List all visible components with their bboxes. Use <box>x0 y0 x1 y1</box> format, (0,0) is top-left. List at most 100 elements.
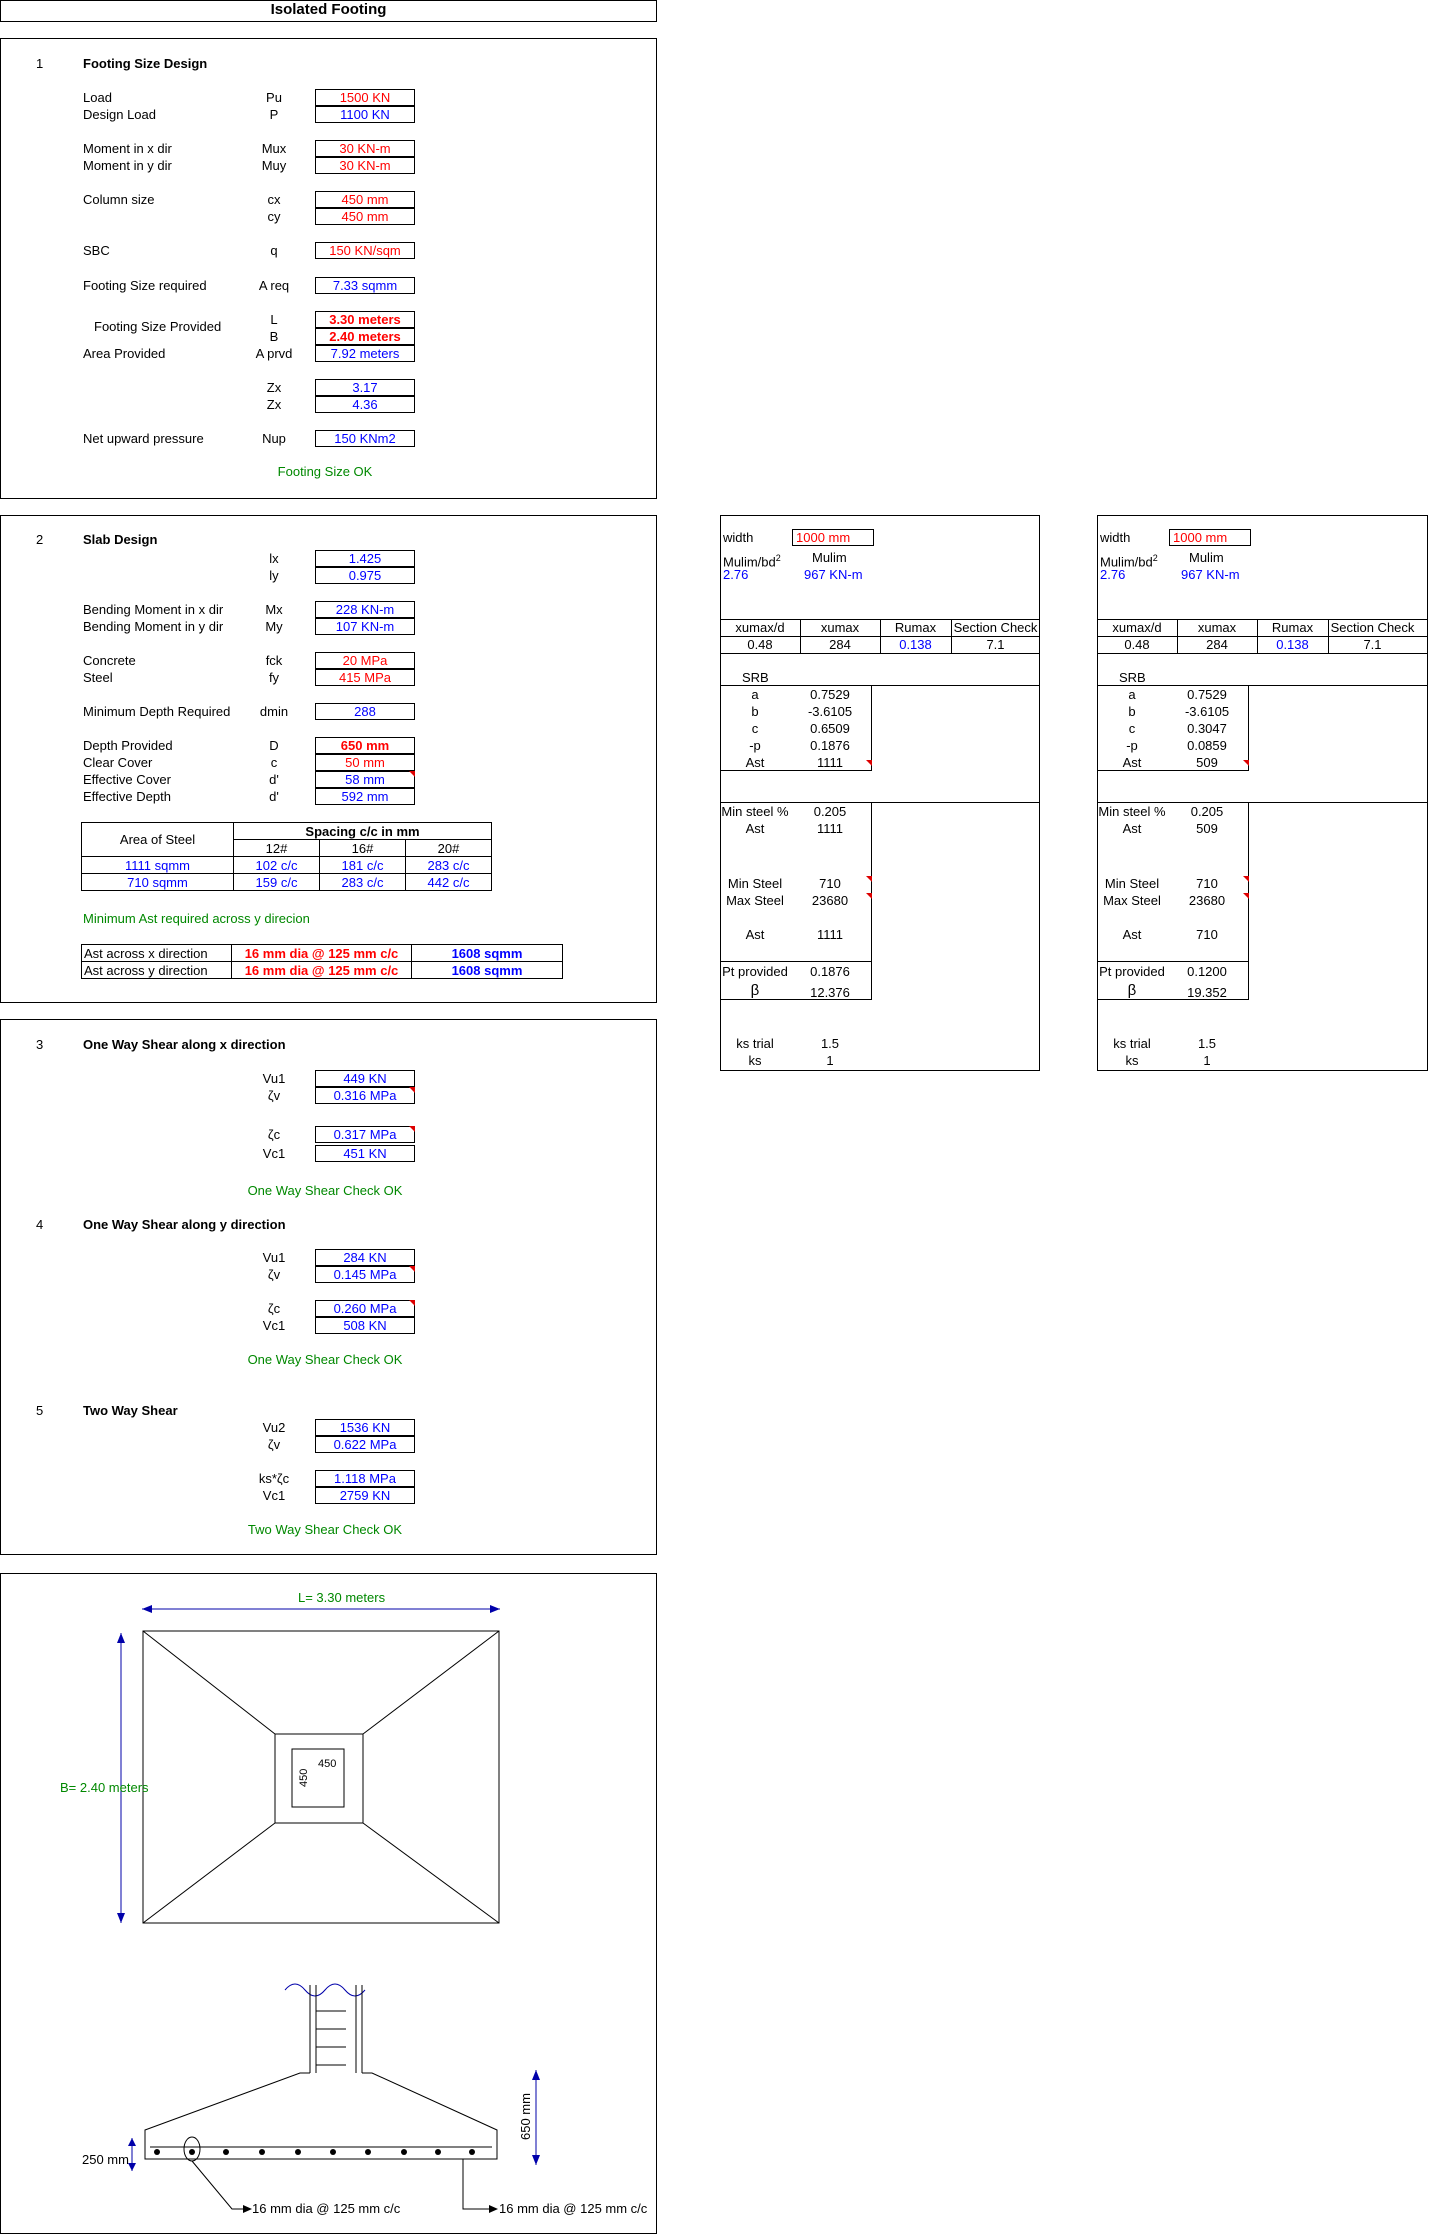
label-column-size: Column size <box>83 192 155 207</box>
section-heading: Two Way Shear <box>83 1403 178 1418</box>
symbol-pu: Pu <box>266 90 282 105</box>
symbol-zx: Zx <box>266 397 282 412</box>
column-width-label: 450 <box>318 1758 337 1770</box>
ast-value: 509 <box>1196 821 1218 836</box>
coef-value: 0.0859 <box>1187 738 1227 753</box>
mulim-value: 967 KN-m <box>1181 567 1240 582</box>
coef-label: b <box>1128 704 1136 719</box>
label-bending-y: Bending Moment in y dir <box>83 619 224 634</box>
value-b[interactable]: 2.40 meters <box>315 328 415 345</box>
value-cy[interactable]: 450 mm <box>315 208 415 225</box>
label-net-upward: Net upward pressure <box>83 431 204 446</box>
value-dmin: 288 <box>315 703 415 720</box>
min-steel-value: 0.205 <box>1190 804 1224 819</box>
table-header: xumax/d <box>1112 620 1162 635</box>
symbol-ly: ly <box>269 568 279 583</box>
design-panel-y: width 1000 mm Mulim/bd2 Mulim 2.76 967 K… <box>1097 515 1428 1071</box>
value-tau-c: 0.317 MPa <box>315 1126 415 1143</box>
value-l[interactable]: 3.30 meters <box>315 311 415 328</box>
coef-value: -3.6105 <box>807 704 853 719</box>
section-heading: One Way Shear along x direction <box>83 1037 286 1052</box>
comment-marker-icon[interactable] <box>1243 876 1249 882</box>
symbol-c: c <box>270 755 278 770</box>
ast-label: Ast <box>1122 927 1142 942</box>
pt-label: Pt provided <box>722 964 788 979</box>
coef-value: 0.1876 <box>810 738 850 753</box>
comment-marker-icon[interactable] <box>866 760 872 766</box>
section-number: 2 <box>36 532 44 547</box>
symbol-cy: cy <box>267 209 281 224</box>
comment-marker-icon[interactable] <box>1243 893 1249 899</box>
comment-marker-icon[interactable] <box>409 1126 415 1132</box>
label-moment-x: Moment in x dir <box>83 141 172 156</box>
pt-value: 0.1200 <box>1187 964 1227 979</box>
comment-marker-icon[interactable] <box>1243 760 1249 766</box>
ast-table: Ast across x direction 16 mm dia @ 125 m… <box>81 944 563 979</box>
section-shear <box>0 1019 657 1555</box>
label-moment-y: Moment in y dir <box>83 158 172 173</box>
width-value[interactable]: 1000 mm <box>1169 529 1251 546</box>
coef-label: a <box>1128 687 1136 702</box>
comment-marker-icon[interactable] <box>866 893 872 899</box>
value-tau-v: 0.316 MPa <box>315 1087 415 1104</box>
ast-label: Ast across y direction <box>81 961 232 979</box>
coef-value: 0.7529 <box>810 687 850 702</box>
title-box <box>0 0 657 22</box>
table-header: 12# <box>233 839 320 857</box>
value-my: 107 KN-m <box>315 618 415 635</box>
value-c[interactable]: 50 mm <box>315 754 415 771</box>
value-fck[interactable]: 20 MPa <box>315 652 415 669</box>
table-header: Spacing c/c in mm <box>233 822 492 840</box>
value-mux[interactable]: 30 KN-m <box>315 140 415 157</box>
ks-trial-value: 1.5 <box>1197 1036 1217 1051</box>
comment-marker-icon[interactable] <box>409 1266 415 1272</box>
symbol-muy: Muy <box>261 158 287 173</box>
value-lx: 1.425 <box>315 550 415 567</box>
min-steel-value: 710 <box>819 876 841 891</box>
ast-dia: 16 mm dia @ 125 mm c/c <box>231 944 412 962</box>
column-height-label: 450 <box>298 1768 310 1787</box>
symbol-areq: A req <box>258 278 290 293</box>
min-ast-note: Minimum Ast required across y direcion <box>83 911 310 926</box>
comment-marker-icon[interactable] <box>409 1300 415 1306</box>
min-steel-label: Min Steel <box>727 876 783 891</box>
value-muy[interactable]: 30 KN-m <box>315 157 415 174</box>
table-header: xumax/d <box>735 620 785 635</box>
symbol-d: D <box>269 738 279 753</box>
symbol-d-prime: d' <box>269 772 279 787</box>
value-vc1: 451 KN <box>315 1145 415 1162</box>
value-tau-v: 0.622 MPa <box>315 1436 415 1453</box>
symbol-ks-tau-c: ks*ζc <box>258 1471 290 1486</box>
value-q[interactable]: 150 KN/sqm <box>315 242 415 259</box>
design-panel-x: width 1000 mm Mulim/bd2 Mulim 2.76 967 K… <box>720 515 1040 1071</box>
comment-marker-icon[interactable] <box>866 876 872 882</box>
coef-label: c <box>1128 721 1136 736</box>
section-number: 4 <box>36 1217 44 1232</box>
ast-area: 1608 sqmm <box>411 944 563 962</box>
comment-marker-icon[interactable] <box>409 1087 415 1093</box>
pt-value: 0.1876 <box>810 964 850 979</box>
width-value[interactable]: 1000 mm <box>792 529 874 546</box>
value-fy[interactable]: 415 MPa <box>315 669 415 686</box>
panel-top-box <box>1097 515 1428 1071</box>
table-header: Area of Steel <box>81 822 234 857</box>
value-pu[interactable]: 1500 KN <box>315 89 415 106</box>
beta-label: β <box>750 982 760 999</box>
coef-label: a <box>751 687 759 702</box>
symbol-q: q <box>270 243 278 258</box>
status-two-way-ok: Two Way Shear Check OK <box>247 1522 403 1537</box>
coef-label: Ast <box>745 755 765 770</box>
symbol-vc1: Vc1 <box>262 1488 286 1503</box>
min-steel-value: 0.205 <box>813 804 847 819</box>
table-cell: 159 c/c <box>233 873 320 891</box>
ks-trial-value: 1.5 <box>820 1036 840 1051</box>
symbol-cx: cx <box>267 192 281 207</box>
label-min-depth: Minimum Depth Required <box>83 704 231 719</box>
comment-marker-icon[interactable] <box>409 771 415 777</box>
min-steel-label: Min Steel <box>1104 876 1160 891</box>
table-cell: 284 <box>1206 637 1228 652</box>
value-cx[interactable]: 450 mm <box>315 191 415 208</box>
value-d[interactable]: 650 mm <box>315 737 415 754</box>
symbol-tau-v: ζv <box>267 1267 281 1282</box>
steel-spacing-table: Area of Steel Spacing c/c in mm 12# 16# … <box>81 822 492 891</box>
